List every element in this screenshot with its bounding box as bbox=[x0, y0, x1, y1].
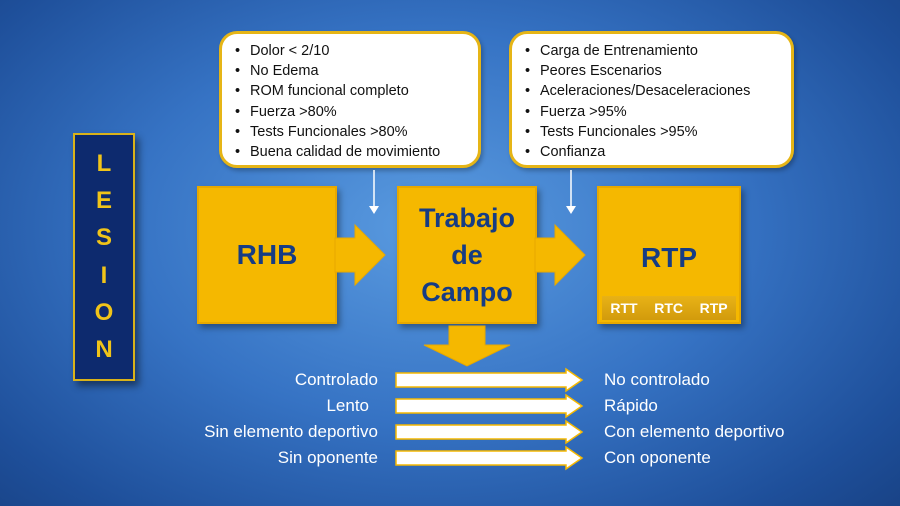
progression-to: Rápido bbox=[604, 396, 658, 415]
lesion-letter: E bbox=[95, 186, 112, 214]
criteria-item: No Edema bbox=[235, 61, 468, 81]
stage-trabajo-label: Trabajo de Campo bbox=[419, 200, 515, 311]
progression-arrow-icon bbox=[395, 419, 584, 445]
progression-from: Sin elemento deportivo bbox=[204, 422, 378, 441]
rtp-substage: RTP bbox=[699, 300, 728, 316]
stage-trabajo-line: Campo bbox=[421, 276, 513, 307]
rtp-substage: RTT bbox=[610, 300, 638, 316]
criteria-item: ROM funcional completo bbox=[235, 81, 468, 101]
progression-to: No controlado bbox=[604, 370, 710, 389]
callout-pointer-right-icon bbox=[566, 170, 576, 214]
criteria-item: Peores Escenarios bbox=[525, 61, 781, 81]
progression-from: Controlado bbox=[294, 370, 378, 389]
lesion-letter: N bbox=[95, 336, 113, 364]
rtp-substages-bar: RTT RTC RTP bbox=[602, 296, 736, 320]
criteria-item: Confianza bbox=[525, 142, 781, 162]
criteria-item: Fuerza >80% bbox=[235, 102, 468, 122]
criteria-item: Dolor < 2/10 bbox=[235, 41, 468, 61]
criteria-item: Fuerza >95% bbox=[525, 102, 781, 122]
callout-pointer-left-icon bbox=[369, 170, 379, 214]
stage-rtp-label: RTP bbox=[641, 242, 697, 273]
criteria-item: Tests Funcionales >95% bbox=[525, 122, 781, 142]
criteria-callout-campo: Carga de Entrenamiento Peores Escenarios… bbox=[509, 31, 794, 168]
criteria-list-rhb: Dolor < 2/10 No Edema ROM funcional comp… bbox=[232, 41, 468, 162]
progression-from: Sin oponente bbox=[277, 448, 378, 467]
stage-rhb-label: RHB bbox=[236, 239, 298, 270]
lesion-letter: S bbox=[95, 224, 112, 252]
progression-to: Con elemento deportivo bbox=[604, 422, 785, 441]
lesion-letter: I bbox=[100, 261, 108, 289]
rtp-substage: RTC bbox=[654, 300, 683, 316]
stage-trabajo-de-campo: Trabajo de Campo bbox=[397, 186, 537, 324]
progression-arrow-icon bbox=[395, 445, 584, 471]
progression-to: Con oponente bbox=[604, 448, 711, 467]
stage-trabajo-line: Trabajo bbox=[418, 202, 516, 233]
lesion-label: L E S I O N bbox=[73, 133, 135, 381]
criteria-item: Carga de Entrenamiento bbox=[525, 41, 781, 61]
stage-rhb: RHB bbox=[197, 186, 337, 324]
criteria-callout-rhb: Dolor < 2/10 No Edema ROM funcional comp… bbox=[219, 31, 481, 168]
stage-trabajo-line: de bbox=[451, 239, 483, 270]
flow-arrow-down-icon bbox=[423, 325, 511, 367]
flow-arrow-right-icon bbox=[334, 223, 386, 287]
criteria-item: Tests Funcionales >80% bbox=[235, 122, 468, 142]
progression-arrow-icon bbox=[395, 367, 584, 393]
lesion-letter: L bbox=[96, 149, 112, 177]
lesion-letter: O bbox=[94, 298, 114, 326]
criteria-item: Buena calidad de movimiento bbox=[235, 142, 468, 162]
progression-arrow-icon bbox=[395, 393, 584, 419]
flow-arrow-right-icon bbox=[534, 223, 586, 287]
criteria-list-campo: Carga de Entrenamiento Peores Escenarios… bbox=[522, 41, 781, 162]
progression-from: Lento bbox=[326, 396, 369, 415]
criteria-item: Aceleraciones/Desaceleraciones bbox=[525, 81, 781, 101]
